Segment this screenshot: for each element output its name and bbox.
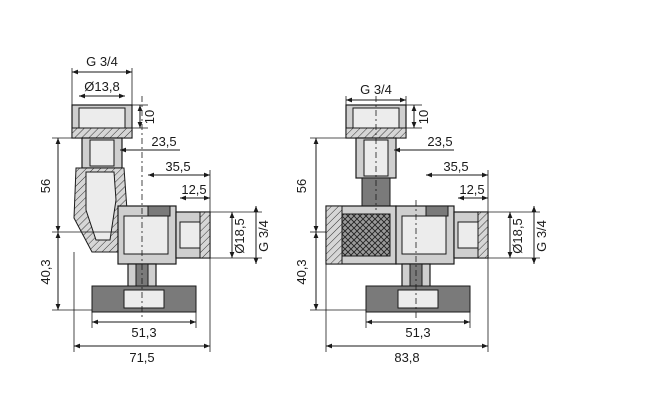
right-label-height-top: 10 bbox=[416, 110, 431, 124]
left-label-width-total: 71,5 bbox=[129, 350, 154, 365]
left-label-offset-35: 35,5 bbox=[165, 159, 190, 174]
right-filter-inlet-thread bbox=[325, 205, 343, 265]
left-handwheel-hub bbox=[123, 289, 165, 309]
left-top-nut-thread bbox=[71, 127, 133, 139]
left-valve: G 3/4 Ø13,8 10 23,5 35,5 12,5 56 40,3 Ø1… bbox=[38, 54, 271, 365]
right-label-width-base: 51,3 bbox=[405, 325, 430, 340]
left-label-height-upper: 56 bbox=[38, 179, 53, 193]
left-label-thread-side: G 3/4 bbox=[256, 220, 271, 252]
left-angled-bore bbox=[85, 171, 117, 241]
left-label-thread-top: G 3/4 bbox=[86, 54, 118, 69]
left-stem-bore bbox=[89, 139, 115, 167]
left-valve-cap bbox=[147, 205, 171, 217]
left-label-width-base: 51,3 bbox=[131, 325, 156, 340]
left-label-diameter-top: Ø13,8 bbox=[84, 79, 119, 94]
left-label-offset-23: 23,5 bbox=[151, 134, 176, 149]
left-label-height-lower: 40,3 bbox=[38, 259, 53, 284]
right-label-width-total: 83,8 bbox=[394, 350, 419, 365]
right-valve: G 3/4 10 23,5 35,5 12,5 56 40,3 Ø18,5 G … bbox=[294, 82, 549, 365]
right-label-thread-side: G 3/4 bbox=[534, 220, 549, 252]
right-label-diameter-side: Ø18,5 bbox=[510, 218, 525, 253]
right-label-height-lower: 40,3 bbox=[294, 259, 309, 284]
right-label-offset-35: 35,5 bbox=[443, 159, 468, 174]
right-label-height-upper: 56 bbox=[294, 179, 309, 193]
left-label-offset-12: 12,5 bbox=[181, 182, 206, 197]
right-valve-chamber bbox=[401, 215, 447, 255]
left-valve-chamber bbox=[123, 215, 169, 255]
right-side-outlet-thread bbox=[477, 211, 489, 259]
left-label-diameter-side: Ø18,5 bbox=[232, 218, 247, 253]
right-side-outlet-bore bbox=[457, 221, 479, 249]
right-valve-cap bbox=[425, 205, 449, 217]
left-label-height-top: 10 bbox=[142, 110, 157, 124]
right-label-offset-23: 23,5 bbox=[427, 134, 452, 149]
right-label-thread-top: G 3/4 bbox=[360, 82, 392, 97]
right-filter-mesh bbox=[341, 213, 391, 257]
right-handwheel-hub bbox=[397, 289, 439, 309]
right-label-offset-12: 12,5 bbox=[459, 182, 484, 197]
left-side-outlet-bore bbox=[179, 221, 201, 249]
left-side-outlet-thread bbox=[199, 211, 211, 259]
